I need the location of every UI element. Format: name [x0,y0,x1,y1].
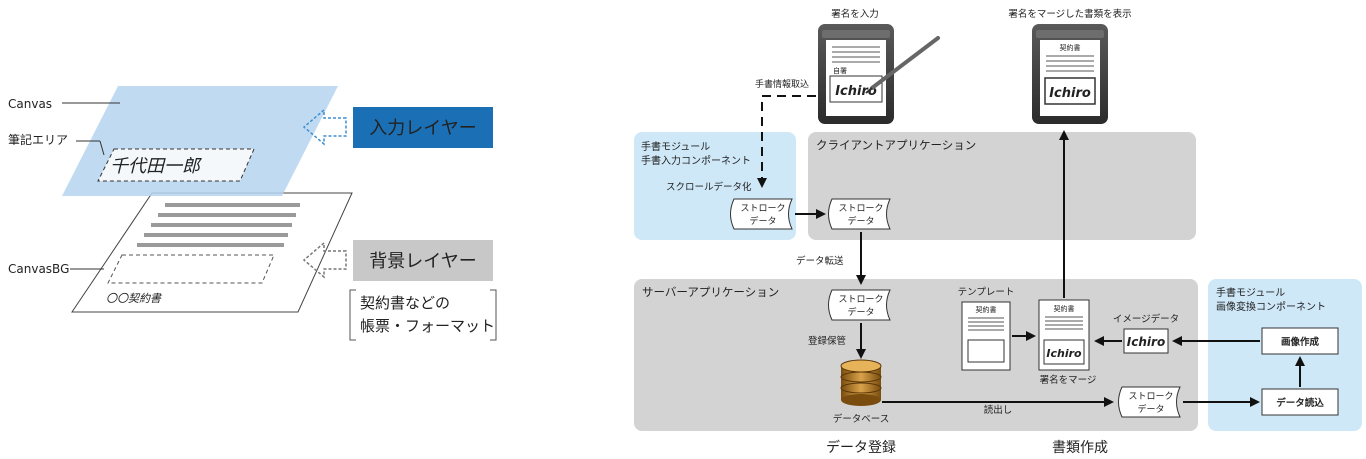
database-icon [840,359,882,406]
merged-doc-title: 契約書 [1054,304,1075,313]
display-tablet: 契約書 Ichiro [1032,24,1108,124]
stroke-data-server: ストローク データ [828,289,891,321]
stroke-data-3-line1: ストローク [838,294,883,305]
merged-signature: Ichiro [1046,347,1082,360]
merged-document: 契約書 Ichiro [1038,299,1090,371]
image-data-label: イメージデータ [1113,313,1179,325]
footer-data-registration: データ登録 [826,439,896,456]
read-out-label: 読出し [984,404,1013,416]
handwritten-signature: 千代田一郎 [110,156,202,177]
stroke-data-1-line2: データ [749,215,776,227]
stroke-data-2-line1: ストローク [838,203,883,214]
register-store-label: 登録保管 [808,335,846,347]
document-lines [137,203,300,247]
template-label: テンプレート [958,287,1015,298]
background-layer-label: 背景レイヤー [369,251,476,272]
hw-input-module-title1: 手書モジュール [641,140,710,153]
hw-image-module-title1: 手書モジュール [1216,286,1285,299]
stroke-data-client: ストローク データ [828,198,891,230]
stroke-conversion-label: スクロールデータ化 [666,181,752,193]
input-layer-label: 入力レイヤー [369,118,476,139]
template-document: 契約書 [961,301,1011,371]
doc-caption: 〇〇契約書 [106,292,163,305]
database-label: データベース [833,413,890,425]
stroke-data-read: ストローク データ [1118,386,1181,418]
sign-input-title: 署名を入力 [831,8,879,20]
canvasbg-signature-box [107,254,275,284]
stroke-data-1-line1: ストローク [740,203,785,214]
template-doc-title: 契約書 [976,305,997,314]
capture-dashed-line [757,95,816,188]
hw-input-module-title2: 手書入力コンポーネント [641,154,751,167]
input-layer-badge [353,107,493,148]
stroke-data-2-line2: データ [847,215,874,227]
display-title: 署名をマージした書類を表示 [1008,8,1131,20]
image-create-label: 画像作成 [1281,336,1320,348]
canvas-label: Canvas [8,97,52,111]
display-doc-title: 契約書 [1060,43,1081,52]
display-signature: Ichiro [1049,86,1091,101]
image-create-box [1261,327,1339,355]
form-note-line2: 帳票・フォーマット [360,317,495,335]
canvasbg-sheet [71,192,353,313]
stroke-data-3-line2: データ [847,306,874,318]
merge-signature-label: 署名をマージ [1040,374,1097,386]
handwriting-capture-label: 手書情報取込 [755,78,809,90]
data-transfer-label: データ転送 [796,255,844,267]
client-app-title: クライアントアプリケーション [816,138,976,152]
stroke-data-input: ストローク データ [730,198,793,230]
stroke-data-4-line2: データ [1137,403,1164,415]
image-data-signature: Ichiro [1127,335,1165,349]
layer-illustration: 〇〇契約書 千代田一郎 [62,86,353,313]
server-app-region [634,279,1198,431]
signature-field-label: 自署 [833,66,847,75]
image-data-box [1123,328,1169,354]
hw-image-module-title2: 画像変換コンポーネント [1216,300,1326,313]
writing-area [97,148,255,182]
stylus-icon [865,36,940,94]
tablet-signature: Ichiro [835,84,877,99]
form-note-line1: 契約書などの [360,294,450,312]
client-app-region [808,132,1196,240]
canvasbg-label: CanvasBG [8,262,69,276]
writing-area-label: 筆記エリア [8,132,68,147]
data-read-label: データ読込 [1276,397,1324,409]
footer-document-creation: 書類作成 [1052,440,1108,456]
stroke-data-4-line1: ストローク [1128,391,1173,402]
server-app-title: サーバーアプリケーション [642,285,779,299]
background-layer-badge [353,240,493,281]
sign-input-tablet: 自署 Ichiro [818,24,894,124]
data-read-box [1261,388,1339,416]
